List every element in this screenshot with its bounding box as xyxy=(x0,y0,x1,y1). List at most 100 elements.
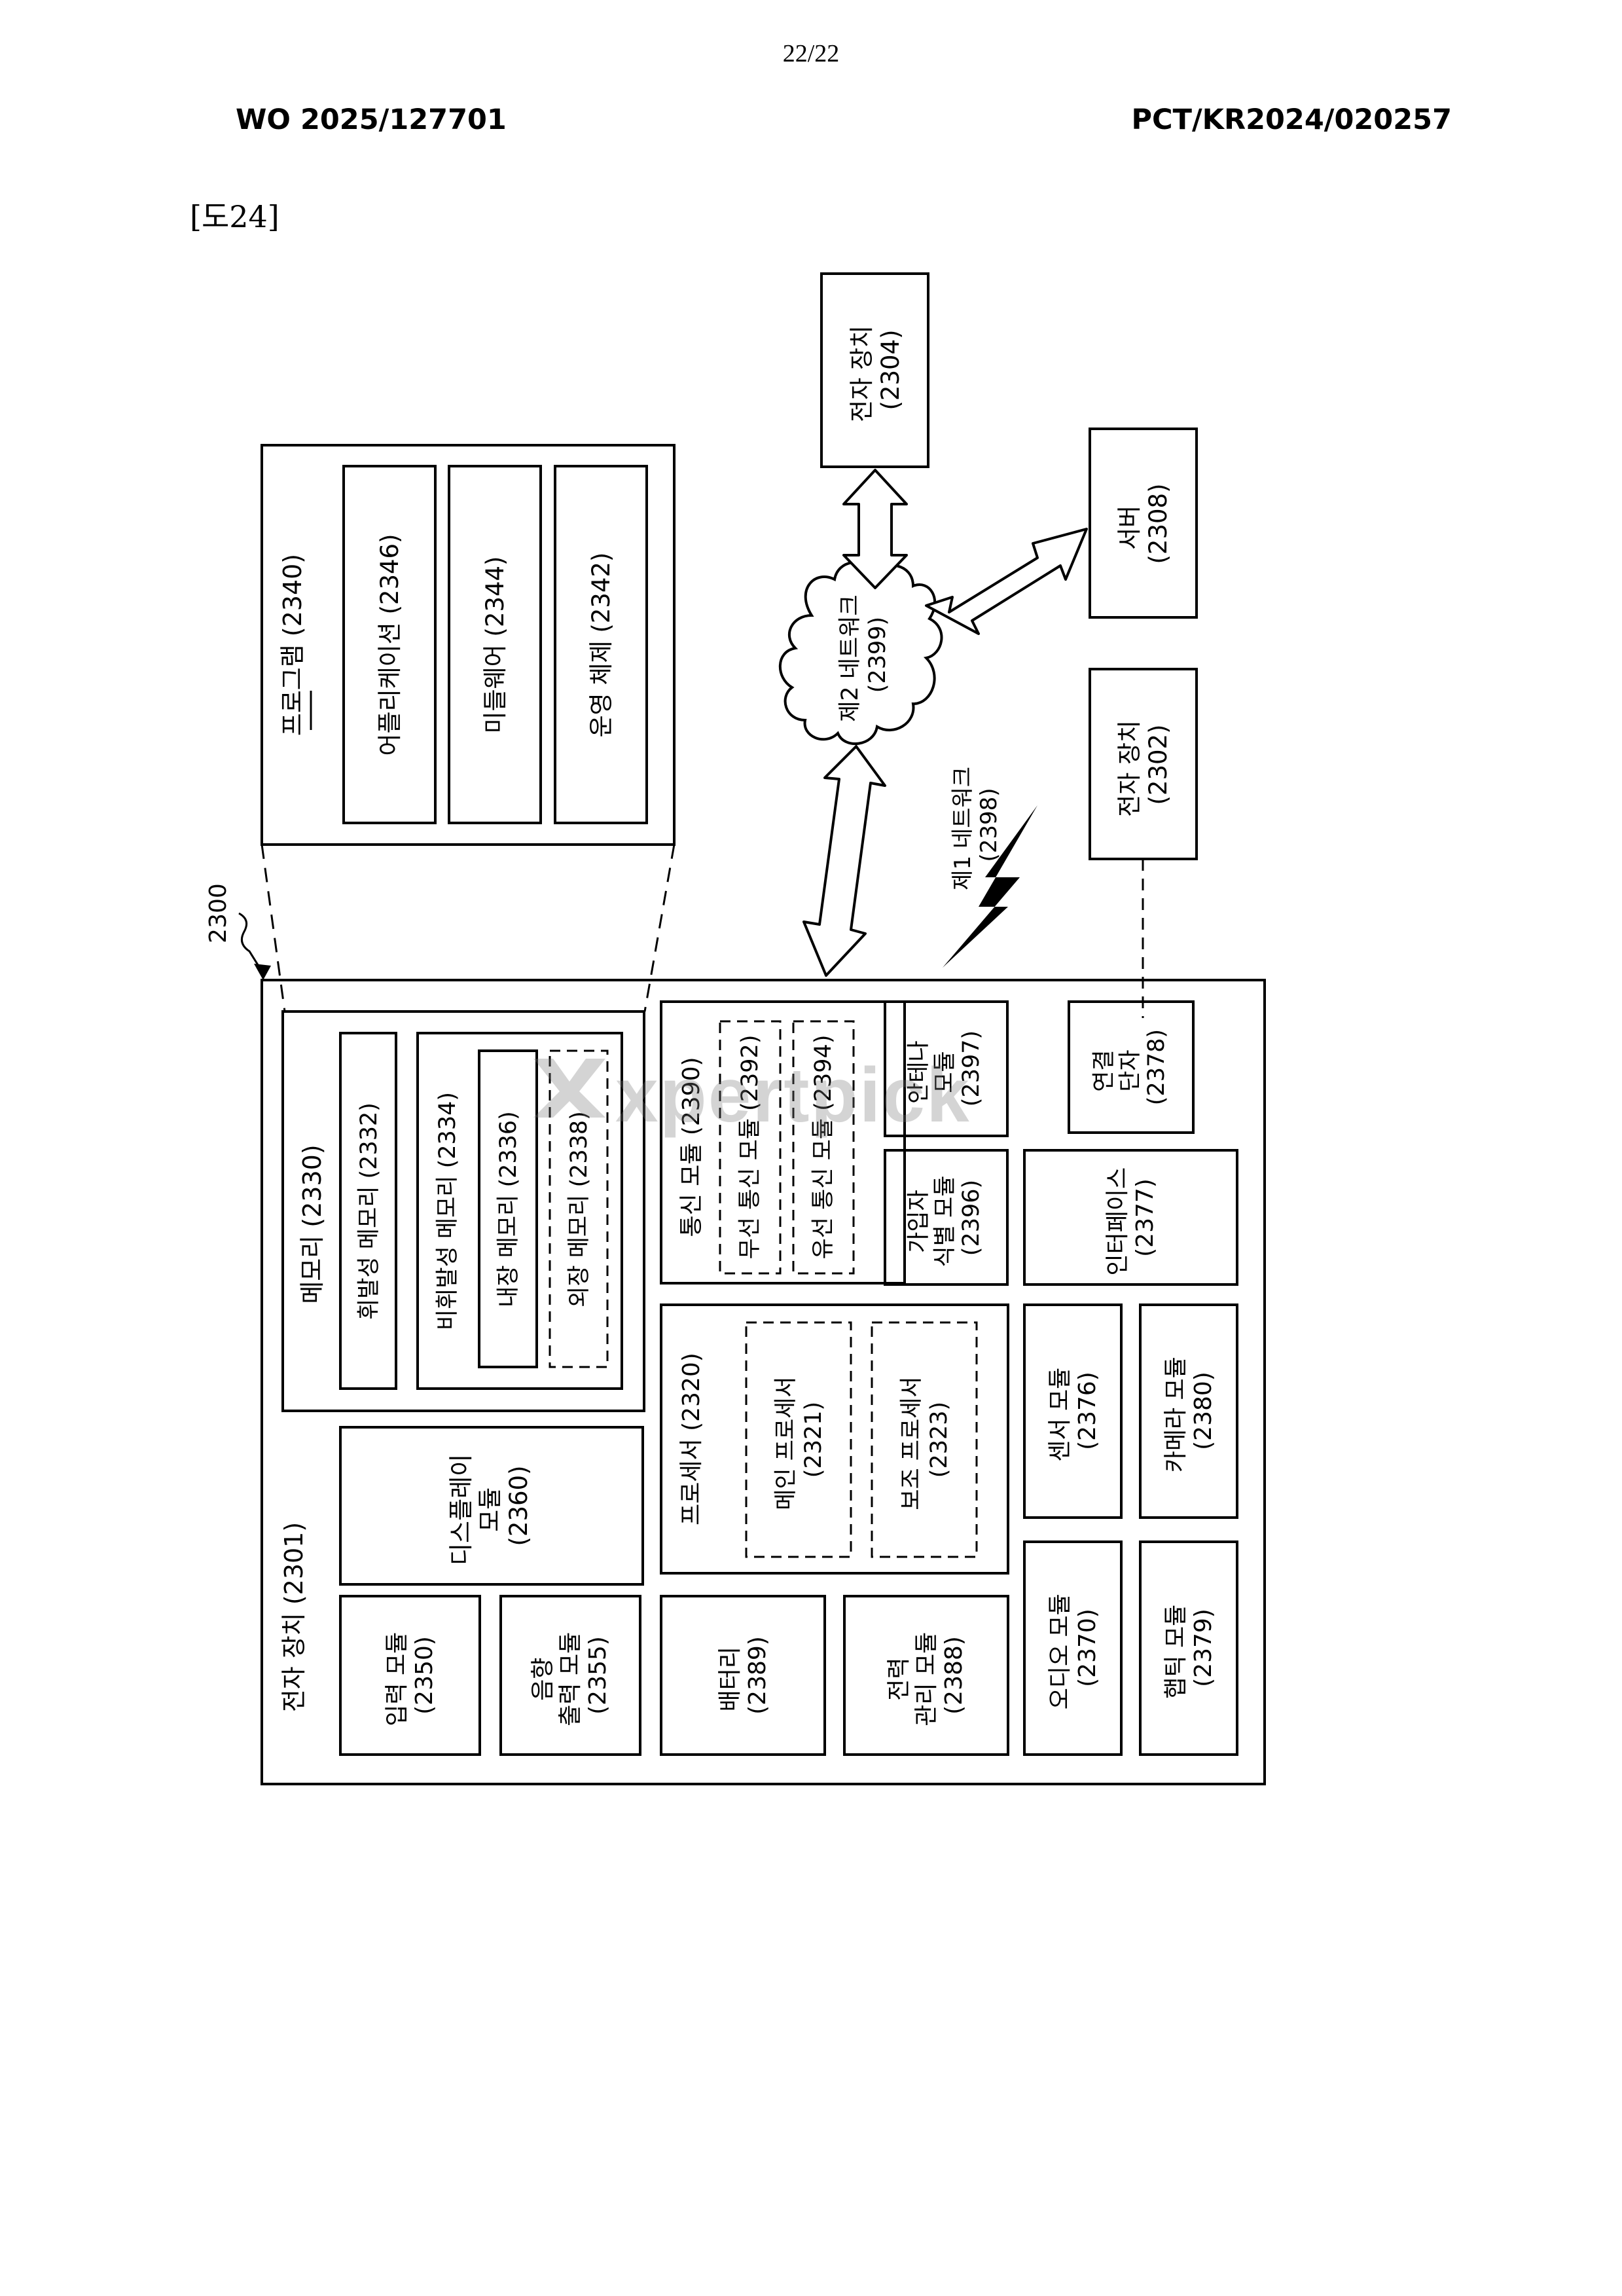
display-line-3: (2360) xyxy=(505,1465,533,1546)
connector-label: 연결 단자 (2378) xyxy=(1091,1029,1170,1105)
power-line-3: (2388) xyxy=(941,1636,967,1715)
sim-module-box xyxy=(884,1149,1009,1286)
connector-line-2: 단자 xyxy=(1117,1049,1144,1091)
server-label: 서버 (2308) xyxy=(1115,483,1172,564)
middleware-box xyxy=(448,465,542,824)
power-module-label: 전력 관리 모듈 (2388) xyxy=(886,1624,967,1726)
sensor-line-1: 센서 모듈 xyxy=(1047,1368,1073,1462)
audio-module-box xyxy=(1023,1540,1123,1756)
watermark-logo-icon xyxy=(533,1059,605,1118)
wired-comm-label: 유선 통신 모듈 (2394) xyxy=(810,1035,837,1260)
antenna-line-1: 안테나 xyxy=(906,1040,932,1104)
camera-module-label: 카메라 모듈 (2380) xyxy=(1162,1349,1217,1473)
memory-box xyxy=(281,1010,645,1412)
device-2302-name: 전자 장치 xyxy=(1115,720,1144,817)
interface-line-1: 인터페이스 xyxy=(1104,1167,1131,1276)
network-2-name: 제2 네트워크 xyxy=(837,594,863,721)
power-module-box xyxy=(843,1595,1009,1756)
sim-line-3: (2396) xyxy=(958,1180,984,1256)
program-title: 프로그램 (2340) xyxy=(278,554,307,736)
battery-line-2: (2389) xyxy=(744,1636,771,1715)
device-2301-label: 전자 장치 (2301) xyxy=(279,1522,308,1712)
haptic-line-1: 햅틱 모듈 xyxy=(1162,1605,1189,1699)
connector-box xyxy=(1068,1000,1195,1134)
os-label: 운영 체제 (2342) xyxy=(587,553,615,738)
power-line-2: 관리 모듈 xyxy=(913,1632,940,1726)
watermark-text: xpertpick xyxy=(615,1052,971,1139)
device-2302-number: (2302) xyxy=(1144,724,1172,805)
internal-memory-label: 내장 메모리 (2336) xyxy=(496,1111,522,1307)
memory-title: 메모리 (2330) xyxy=(298,1144,327,1303)
external-memory-label: 외장 메모리 (2338) xyxy=(566,1111,592,1307)
server-name: 서버 xyxy=(1115,505,1144,550)
main-processor-line-1: 메인 프로세서 xyxy=(773,1376,799,1510)
network-1-number: (2398) xyxy=(976,788,1002,862)
sensor-line-2: (2376) xyxy=(1074,1372,1101,1450)
page-number: 22/22 xyxy=(782,40,840,67)
display-module-box xyxy=(339,1426,644,1586)
network-2-number: (2399) xyxy=(865,617,891,693)
ref-2300-leader xyxy=(238,912,264,973)
processor-box xyxy=(660,1303,1009,1575)
nonvolatile-memory-box xyxy=(416,1032,623,1390)
network-1-name: 제1 네트워크 xyxy=(950,767,976,890)
sound-output-line-2: 출력 모듈 xyxy=(557,1632,584,1726)
sound-output-label: 음향 출력 모듈 (2355) xyxy=(530,1624,611,1726)
input-line-2: (2350) xyxy=(411,1636,438,1715)
server-number: (2308) xyxy=(1144,483,1172,564)
device-2304-label: 전자 장치 (2304) xyxy=(848,318,905,422)
sim-line-2: 식별 모듈 xyxy=(932,1176,958,1267)
audio-module-label: 오디오 모듈 (2370) xyxy=(1047,1586,1101,1710)
sound-output-line-1: 음향 xyxy=(530,1658,556,1701)
arrow-device2304-network xyxy=(842,469,908,589)
comm-module-box xyxy=(660,1000,906,1285)
aux-processor-line-2: (2323) xyxy=(926,1402,952,1478)
volatile-memory-box xyxy=(339,1032,397,1390)
antenna-line-2: 모듈 xyxy=(932,1051,958,1093)
middleware-label: 미들웨어 (2344) xyxy=(481,556,509,734)
nonvolatile-memory-label: 비휘발성 메모리 (2334) xyxy=(435,1092,461,1330)
aux-processor-label: 보조 프로세서 (2323) xyxy=(899,1369,952,1510)
battery-line-1: 배터리 xyxy=(717,1647,744,1711)
ref-2300-arrowhead xyxy=(254,964,271,980)
camera-line-1: 카메라 모듈 xyxy=(1162,1357,1189,1472)
battery-box xyxy=(660,1595,826,1756)
device-2302-label: 전자 장치 (2302) xyxy=(1115,712,1172,817)
interface-line-2: (2377) xyxy=(1132,1178,1159,1257)
device-2301-box xyxy=(261,979,1266,1785)
zoom-line-right xyxy=(643,844,676,1012)
input-module-box xyxy=(339,1595,481,1756)
sensor-module-label: 센서 모듈 (2376) xyxy=(1047,1360,1101,1461)
haptic-module-label: 햅틱 모듈 (2379) xyxy=(1162,1597,1217,1698)
display-line-1: 디스플레이 xyxy=(447,1454,475,1565)
antenna-line-3: (2397) xyxy=(958,1030,984,1106)
audio-line-2: (2370) xyxy=(1074,1609,1101,1687)
network-2-label: 제2 네트워크 (2399) xyxy=(837,587,891,722)
zoom-line-left xyxy=(261,844,286,1012)
publication-number: WO 2025/127701 xyxy=(236,103,507,136)
network-1-label: 제1 네트워크 (2398) xyxy=(950,759,1002,890)
antenna-module-label: 안테나 모듈 (2397) xyxy=(906,1030,984,1106)
ref-2300: 2300 xyxy=(205,883,232,943)
arrow-network-server xyxy=(925,528,1088,635)
display-module-label: 디스플레이 모듈 (2360) xyxy=(447,1446,533,1565)
device-2304-number: (2304) xyxy=(876,329,905,410)
sound-output-line-3: (2355) xyxy=(585,1636,611,1715)
camera-module-box xyxy=(1139,1303,1238,1519)
device-2304-name: 전자 장치 xyxy=(848,325,876,422)
connector-line-1: 연결 xyxy=(1091,1049,1117,1091)
internal-memory-box xyxy=(478,1049,538,1368)
volatile-memory-label: 휘발성 메모리 (2332) xyxy=(356,1102,382,1320)
wireless-comm-box xyxy=(719,1020,782,1275)
application-box xyxy=(342,465,437,824)
battery-label: 배터리 (2389) xyxy=(717,1636,771,1715)
interface-box xyxy=(1023,1149,1238,1286)
arrow-network-device2301 xyxy=(802,745,886,977)
display-line-2: 모듈 xyxy=(476,1487,504,1532)
server-box xyxy=(1089,428,1198,619)
device-2304-box xyxy=(820,272,929,468)
connector-line-3: (2378) xyxy=(1144,1029,1170,1105)
main-processor-label: 메인 프로세서 (2321) xyxy=(773,1369,827,1510)
camera-line-2: (2380) xyxy=(1190,1372,1217,1450)
figure-label: [도24] xyxy=(190,199,279,234)
